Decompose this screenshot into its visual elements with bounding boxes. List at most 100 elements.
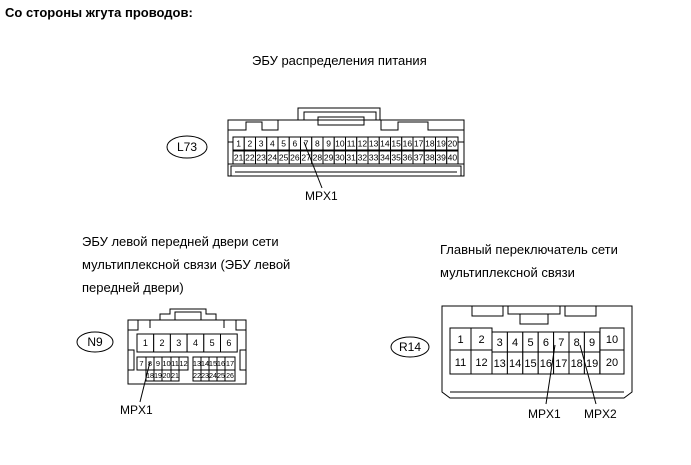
n9-pin-22: 22 <box>193 373 201 380</box>
r14-pin-15: 15 <box>524 358 536 370</box>
n9-mpx1-label: MPX1 <box>120 403 153 417</box>
n9-pin-26: 26 <box>226 373 234 380</box>
l73-pin-38: 38 <box>425 153 435 163</box>
l73-pin-16: 16 <box>403 139 413 149</box>
r14-title-line-1: Главный переключатель сети <box>440 242 618 257</box>
n9-pin-21: 21 <box>171 373 179 380</box>
l73-pin-27: 27 <box>301 153 311 163</box>
l73-pin-11: 11 <box>347 139 356 149</box>
l73-connector-title: ЭБУ распределения питания <box>252 53 427 68</box>
n9-title-line-1: ЭБУ левой передней двери сети <box>82 234 279 249</box>
l73-pin-21: 21 <box>234 153 244 163</box>
l73-id-label: L73 <box>177 140 197 154</box>
n9-id-label: N9 <box>87 335 103 349</box>
n9-pin-1: 1 <box>143 338 148 348</box>
l73-pin-4: 4 <box>270 139 275 149</box>
l73-pin-10: 10 <box>335 139 345 149</box>
l73-pin-3: 3 <box>259 139 264 149</box>
l73-pin-19: 19 <box>436 139 446 149</box>
r14-pin-16: 16 <box>540 358 552 370</box>
n9-pin-9: 9 <box>156 359 160 368</box>
n9-pin-12-cell <box>178 356 189 371</box>
n9-pin-5: 5 <box>210 338 215 348</box>
r14-pin-17: 17 <box>555 358 567 370</box>
n9-connector-title: ЭБУ левой передней двери сети мультиплек… <box>82 230 290 299</box>
l73-pin-5: 5 <box>281 139 286 149</box>
l73-pin-24: 24 <box>268 153 278 163</box>
l73-pin-40-cell <box>446 150 459 165</box>
l73-pin-25: 25 <box>279 153 289 163</box>
r14-mpx1-label: MPX1 <box>528 407 561 421</box>
n9-pin-18: 18 <box>146 373 154 380</box>
r14-title-line-2: мультиплексной связи <box>440 265 575 280</box>
l73-pin-1: 1 <box>236 139 241 149</box>
n9-pin-23: 23 <box>201 373 209 380</box>
l73-pin-30: 30 <box>335 153 345 163</box>
l73-pin-20: 20 <box>448 139 458 149</box>
r14-pin-3: 3 <box>497 337 503 349</box>
l73-pin-2: 2 <box>248 139 253 149</box>
n9-pin-17: 17 <box>226 359 234 368</box>
n9-pin-16: 16 <box>217 359 225 368</box>
l73-pin-18: 18 <box>425 139 435 149</box>
r14-pin-19: 19 <box>586 358 598 370</box>
r14-id-label: R14 <box>399 340 421 354</box>
l73-pin-26: 26 <box>290 153 300 163</box>
n9-pin-6-cell <box>220 333 238 353</box>
n9-pin-26-cell <box>224 369 236 382</box>
n9-pin-19: 19 <box>154 373 162 380</box>
n9-connector-housing <box>127 308 247 385</box>
l73-id-ellipse <box>166 135 208 159</box>
l73-pin-32: 32 <box>358 153 368 163</box>
r14-pin-6: 6 <box>543 337 549 349</box>
n9-pin-10: 10 <box>162 359 170 368</box>
n9-title-line-3: передней двери) <box>82 280 184 295</box>
l73-pin-14: 14 <box>380 139 390 149</box>
r14-pin-1: 1 <box>457 334 463 346</box>
r14-pin-7: 7 <box>558 337 564 349</box>
r14-pin-14: 14 <box>509 358 521 370</box>
l73-pin-29: 29 <box>324 153 334 163</box>
r14-pin-2: 2 <box>478 334 484 346</box>
n9-title-line-2: мультиплексной связи (ЭБУ левой <box>82 257 291 272</box>
l73-pin-33: 33 <box>369 153 379 163</box>
n9-pin-3: 3 <box>176 338 181 348</box>
l73-pin-8: 8 <box>315 139 320 149</box>
l73-pin-39: 39 <box>436 153 446 163</box>
r14-pin-4: 4 <box>512 337 518 349</box>
l73-pin-34: 34 <box>380 153 390 163</box>
n9-pin-21-cell <box>170 369 180 382</box>
l73-pin-31: 31 <box>346 153 356 163</box>
r14-connector-title: Главный переключатель сети мультиплексно… <box>440 238 618 284</box>
l73-pin-23: 23 <box>256 153 266 163</box>
n9-pin-14: 14 <box>201 359 209 368</box>
l73-pin-20-cell <box>446 136 459 151</box>
l73-pin-28: 28 <box>313 153 323 163</box>
r14-connector-housing <box>441 305 633 399</box>
n9-id-ellipse <box>76 331 114 353</box>
n9-pin-7: 7 <box>139 359 143 368</box>
l73-pin-15: 15 <box>391 139 401 149</box>
l73-pin-12: 12 <box>358 139 368 149</box>
n9-pin-12: 12 <box>179 359 187 368</box>
r14-pin-20-cell <box>599 349 625 375</box>
r14-pin-11: 11 <box>455 357 466 369</box>
l73-pin-9: 9 <box>326 139 331 149</box>
n9-pin-6: 6 <box>226 338 231 348</box>
l73-pin-40: 40 <box>448 153 458 163</box>
r14-pin-18: 18 <box>571 358 583 370</box>
r14-mpx1-leader <box>545 344 556 405</box>
n9-pin-11: 11 <box>171 359 179 368</box>
n9-pin-13: 13 <box>193 359 201 368</box>
r14-pin-10: 10 <box>606 334 618 346</box>
r14-pin-5: 5 <box>527 337 533 349</box>
l73-mpx1-leader <box>303 141 323 189</box>
r14-mpx2-label: MPX2 <box>584 407 617 421</box>
l73-pin-6: 6 <box>293 139 298 149</box>
r14-pin-20: 20 <box>606 357 618 369</box>
r14-pin-13: 13 <box>494 358 506 370</box>
n9-pin-4: 4 <box>193 338 198 348</box>
